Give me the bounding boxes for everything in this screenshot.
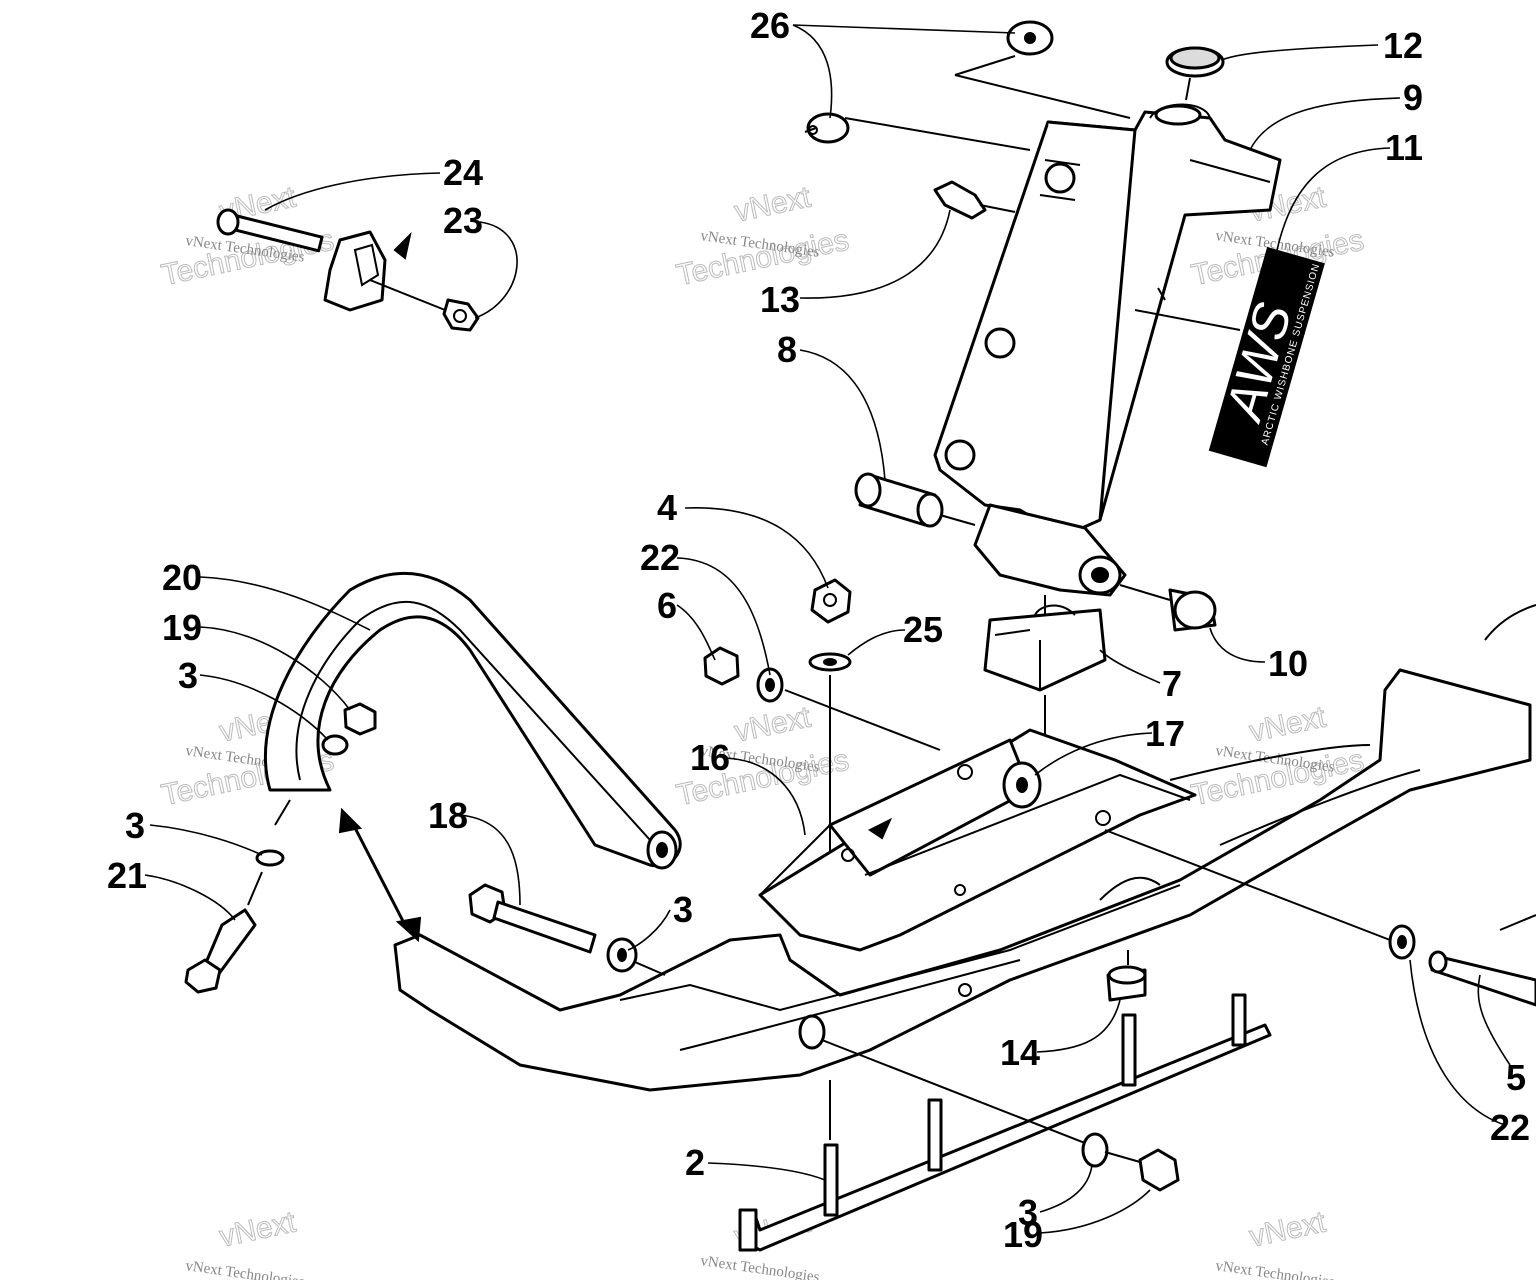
callout-12: 12: [1383, 25, 1423, 66]
part-17-washer: [1002, 761, 1042, 809]
callout-19: 19: [1003, 1214, 1043, 1255]
part-18-bolt: [468, 883, 597, 954]
callout-4: 4: [657, 487, 677, 528]
callout-10: 10: [1268, 643, 1308, 684]
spindle-lower-block: [973, 503, 1127, 620]
part-3-mid-washer: [606, 937, 666, 976]
callout-5: 5: [1506, 1057, 1526, 1098]
part-14-spacer: [1106, 950, 1147, 1002]
watermark-big: vNext: [1247, 1205, 1330, 1253]
callout-21: 21: [107, 855, 147, 896]
double-arrow: [338, 807, 422, 943]
watermark-big: vNext: [732, 180, 815, 228]
watermark-big: vNext: [1247, 700, 1330, 748]
callout-16: 16: [690, 737, 730, 778]
callout-17: 17: [1145, 713, 1185, 754]
part-8-bushing: [854, 472, 976, 528]
watermark-small: vNext Technologies: [184, 1258, 305, 1280]
callout-6: 6: [657, 585, 677, 626]
callout-13: 13: [760, 279, 800, 320]
leader-lines: [144, 24, 1511, 1234]
callout-3: 3: [673, 889, 693, 930]
callout-3: 3: [178, 655, 198, 696]
part-3-19-bottom: [821, 1039, 1180, 1192]
part-10-bushing: [1119, 584, 1217, 632]
callout-9: 9: [1403, 77, 1423, 118]
callout-labels: 26 12 9 11 24 23 13 8 4 22 6 25 10 7 20 …: [107, 5, 1530, 1255]
part-2-wear-bar: [738, 993, 1272, 1252]
part-9-spindle: [933, 103, 1282, 530]
callout-8: 8: [777, 329, 797, 370]
part-21-bolt: [184, 799, 291, 994]
callout-3: 3: [125, 805, 145, 846]
watermark-small: vNext Technologies: [699, 1253, 820, 1280]
callout-7: 7: [1162, 663, 1182, 704]
callout-26: 26: [750, 5, 790, 46]
callout-22: 22: [1490, 1107, 1530, 1148]
callout-14: 14: [1000, 1032, 1040, 1073]
callout-25: 25: [903, 609, 943, 650]
callout-20: 20: [162, 557, 202, 598]
watermark-big: vNext: [217, 1205, 300, 1253]
part-24-23-bracket: [216, 208, 480, 332]
part-7-block: [983, 604, 1107, 750]
watermark-big: vNext: [732, 700, 815, 748]
callout-19: 19: [162, 607, 202, 648]
part-20-handle: [264, 571, 682, 870]
callout-24: 24: [443, 152, 483, 193]
callout-22: 22: [640, 537, 680, 578]
callout-23: 23: [443, 200, 483, 241]
part-26-grommets: [804, 20, 1131, 151]
ski-body: [393, 604, 1536, 1092]
callout-3: 3: [1018, 1192, 1038, 1233]
callout-2: 2: [685, 1142, 705, 1183]
callout-18: 18: [428, 795, 468, 836]
part-13-fitting: [933, 180, 1016, 220]
watermark-small: vNext Technologies: [1214, 1258, 1335, 1280]
part-12-cap: [1165, 46, 1225, 101]
part-5-22-right: [1104, 829, 1536, 1007]
part-19-3-left: [321, 702, 377, 756]
callout-11: 11: [1385, 127, 1423, 168]
